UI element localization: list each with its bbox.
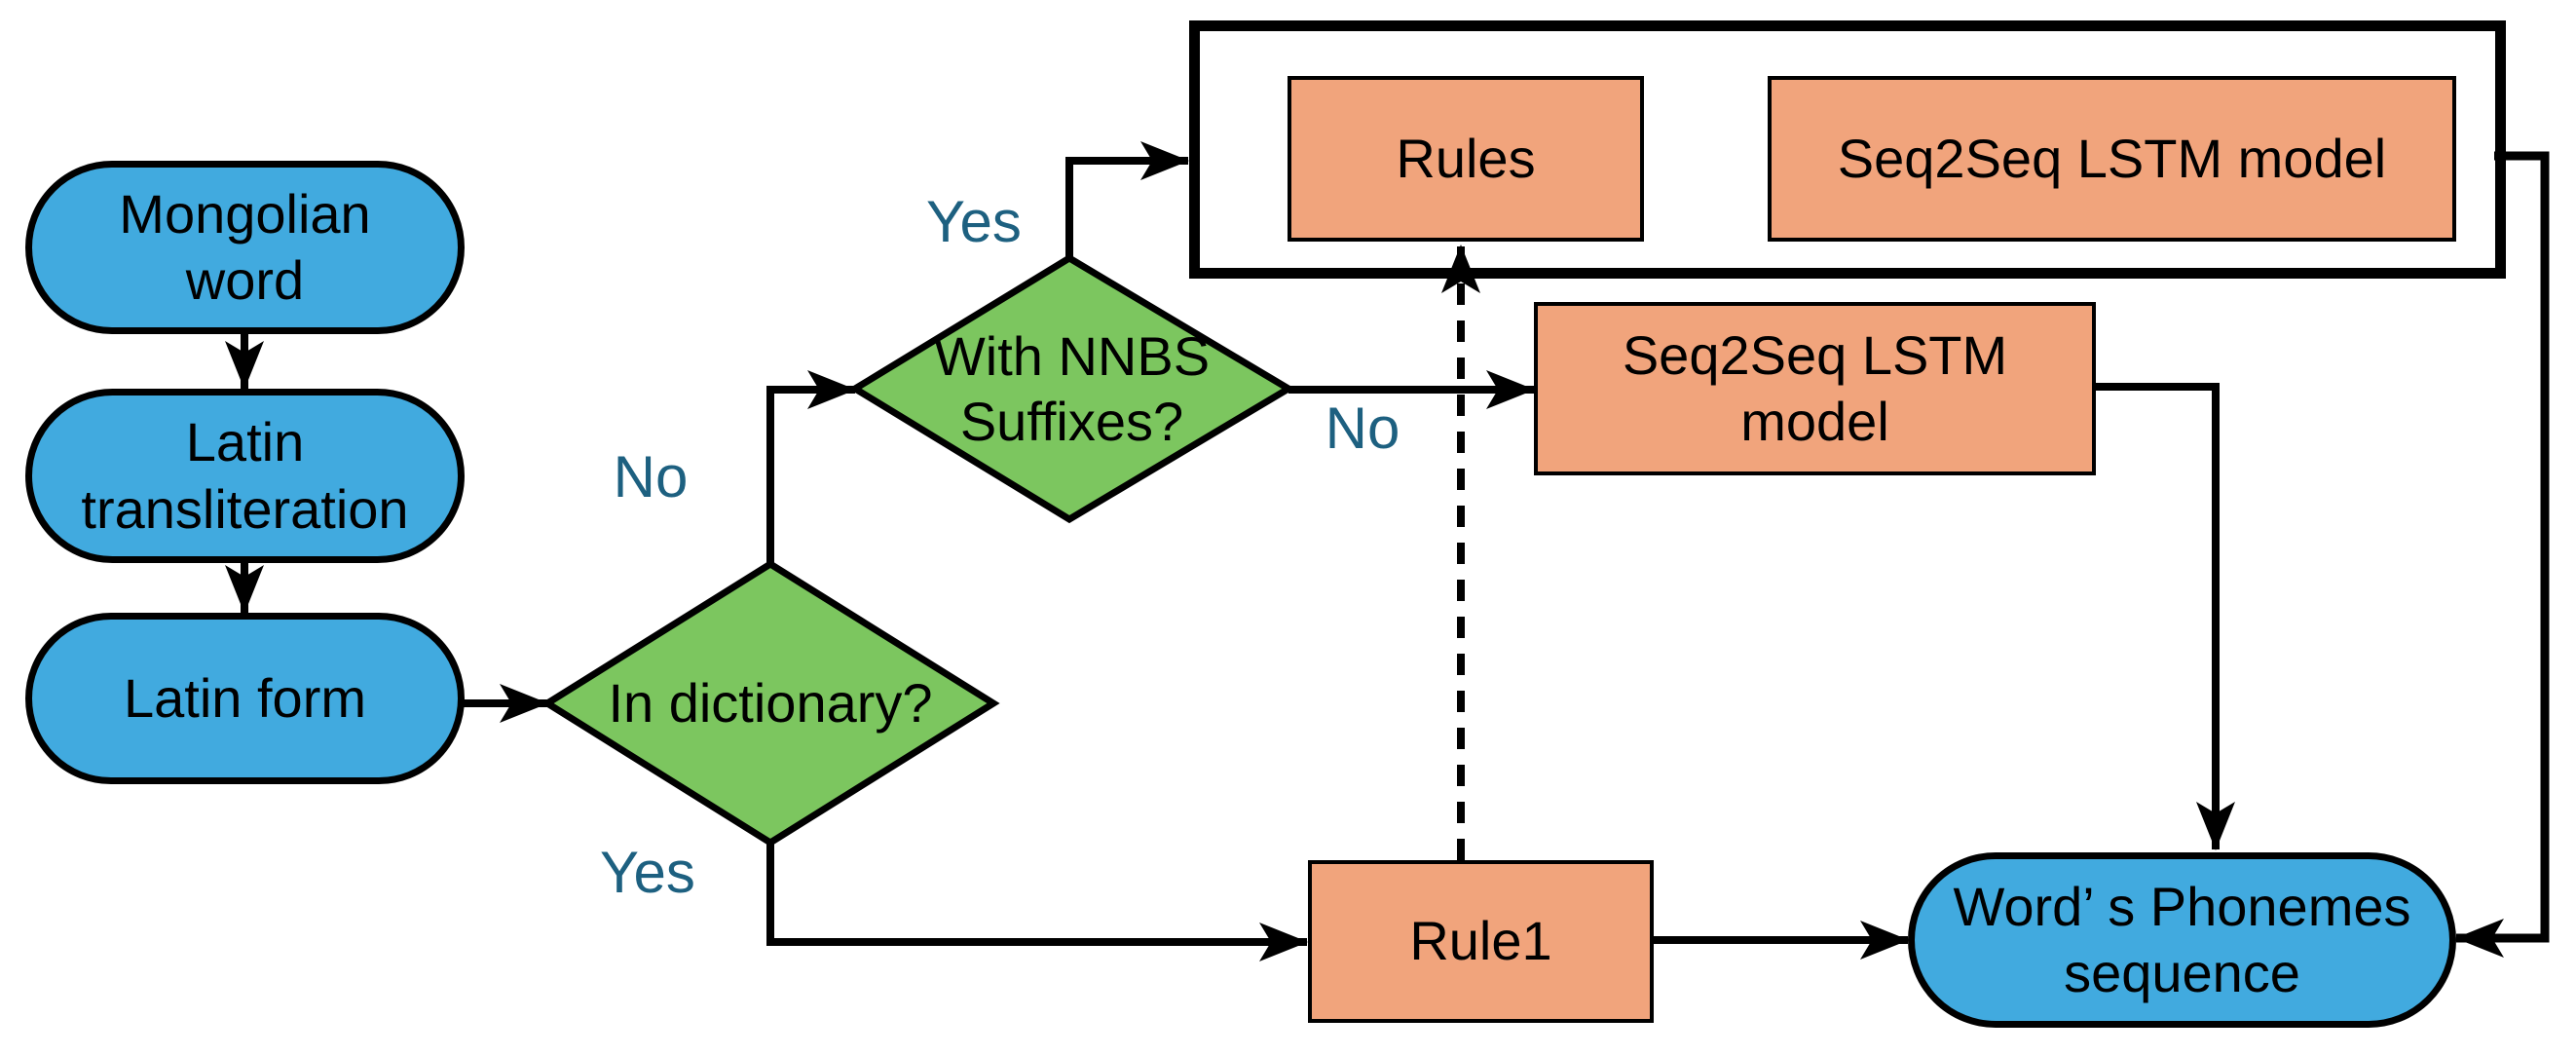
dictionary-no-label: No — [613, 444, 689, 509]
latin-transliteration-label-line1: Latin — [185, 411, 305, 473]
arrow-in-dictionary-no-to-with-nnbs — [766, 370, 856, 564]
words-phonemes-sequence-node: Word’ s Phonemes sequence — [1908, 852, 2456, 1028]
arrow-container-loop-to-phonemes — [2455, 151, 2550, 958]
arrow-with-nnbs-yes-to-container — [1065, 141, 1189, 258]
arrow-in-dictionary-yes-to-rule1 — [766, 843, 1308, 961]
words-phonemes-label-line2: sequence — [2064, 942, 2300, 1003]
words-phonemes-label-line1: Word’ s Phonemes — [1953, 875, 2411, 937]
seq2seq-lstm-model-top-box: Seq2Seq LSTM model — [1768, 76, 2456, 242]
rule1-box: Rule1 — [1308, 860, 1654, 1023]
rules-box: Rules — [1288, 76, 1644, 242]
arrow-seq2seq-to-phonemes — [2096, 383, 2235, 850]
seq2seq-mid-label-line1: Seq2Seq LSTM — [1622, 323, 2008, 386]
rules-label: Rules — [1396, 127, 1536, 189]
in-dictionary-decision-diamond — [541, 559, 1000, 848]
latin-form-label: Latin form — [124, 666, 366, 729]
in-dictionary-label: In dictionary? — [608, 672, 933, 735]
nnbs-yes-label: Yes — [926, 189, 1022, 254]
latin-transliteration-label-line2: transliteration — [81, 477, 409, 540]
seq2seq-top-label: Seq2Seq LSTM model — [1837, 127, 2387, 189]
mongolian-word-label-line1: Mongolian — [119, 182, 371, 245]
mongolian-word-label-line2: word — [185, 249, 305, 311]
latin-transliteration-node: Latin transliteration — [25, 389, 465, 563]
seq2seq-mid-label-line2: model — [1740, 391, 1889, 452]
latin-form-node: Latin form — [25, 613, 465, 784]
rule1-label: Rule1 — [1409, 910, 1552, 972]
nnbs-no-label: No — [1325, 396, 1400, 461]
seq2seq-lstm-model-mid-box: Seq2Seq LSTM model — [1534, 302, 2096, 475]
mongolian-word-node: Mongolian word — [25, 161, 465, 334]
dictionary-yes-label: Yes — [600, 840, 695, 905]
with-nnbs-label: With NNBS Suffixes? — [933, 324, 1211, 452]
